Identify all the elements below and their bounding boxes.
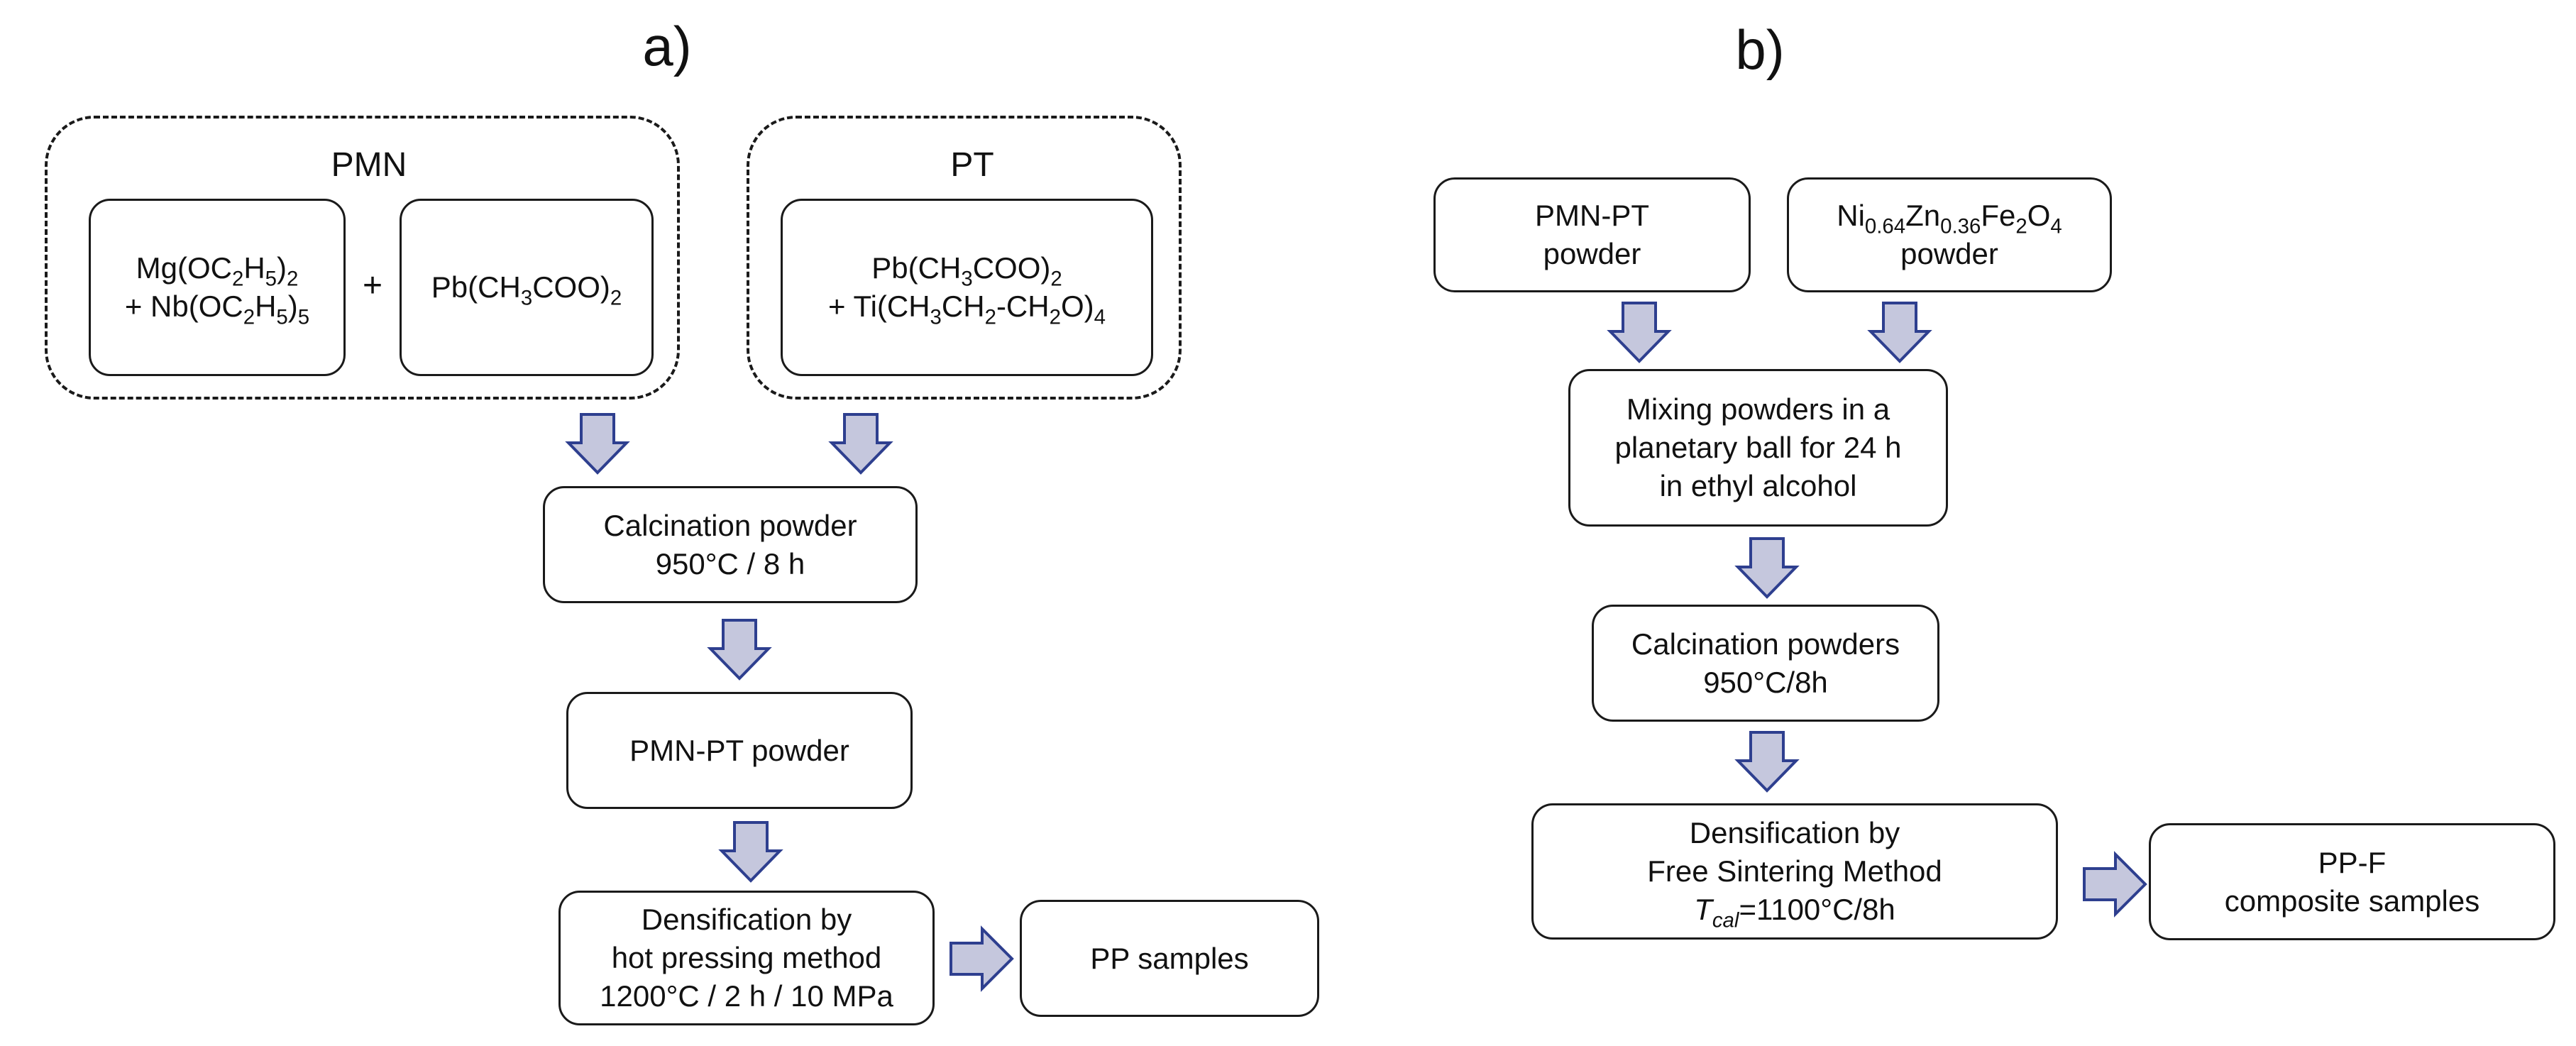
densification-label: Densification by xyxy=(1689,816,1900,849)
mixing-line3: in ethyl alcohol xyxy=(1659,469,1857,502)
panel-a-label: a) xyxy=(642,15,692,77)
pp-f-samples-box: PP-F composite samples xyxy=(2149,823,2555,940)
pt-group xyxy=(747,116,1182,400)
panel-b-label: b) xyxy=(1735,18,1785,81)
densification-method: hot pressing method xyxy=(611,941,882,974)
down-arrow-icon xyxy=(718,821,783,883)
pp-f-label: PP-F xyxy=(2318,845,2387,879)
pmn-group xyxy=(45,116,680,400)
calcination-conditions: 950°C / 8 h xyxy=(655,546,805,580)
pmn-pt-powder-box: PMN-PT powder xyxy=(566,692,913,809)
densification-label: Densification by xyxy=(641,903,852,936)
down-arrow-icon xyxy=(1607,302,1672,363)
powder-label: powder xyxy=(1543,237,1641,270)
pb-acetate-box-pmn: Pb(CH3COO)2 xyxy=(400,199,654,376)
pmn-group-title: PMN xyxy=(331,146,407,184)
pmn-pt-label: PMN-PT xyxy=(1535,199,1649,232)
calcination-powder-box: Calcination powder 950°C / 8 h xyxy=(543,486,918,603)
ferrite-powder-box: Ni0.64Zn0.36Fe2O4 powder xyxy=(1787,177,2112,292)
nb-precursor-formula: + Nb(OC2H5)5 xyxy=(124,290,310,329)
pp-samples-box: PP samples xyxy=(1020,900,1319,1017)
free-sintering-densification-box: Densification by Free Sintering Method T… xyxy=(1531,803,2058,940)
pmn-pt-powder-label: PMN-PT powder xyxy=(629,733,849,767)
pb-acetate-formula: Pb(CH3COO)2 xyxy=(431,270,622,310)
down-arrow-icon xyxy=(707,619,772,681)
hot-pressing-densification-box: Densification by hot pressing method 120… xyxy=(558,891,935,1025)
composite-samples-label: composite samples xyxy=(2224,883,2480,918)
pt-precursor-box: Pb(CH3COO)2 + Ti(CH3CH2-CH2O)4 xyxy=(781,199,1153,376)
plus-sign: + xyxy=(362,267,383,304)
calcination-label: Calcination powder xyxy=(603,508,857,542)
densification-conditions: Tcal=1100°C/8h xyxy=(1694,893,1895,932)
pt-group-title: PT xyxy=(950,146,994,184)
mg-precursor-formula: Mg(OC2H5)2 xyxy=(136,251,299,291)
ti-precursor-formula: + Ti(CH3CH2-CH2O)4 xyxy=(828,290,1106,329)
ferrite-formula: Ni0.64Zn0.36Fe2O4 xyxy=(1837,199,2062,238)
down-arrow-icon xyxy=(1734,537,1800,599)
down-arrow-icon xyxy=(828,413,893,475)
pb-acetate-formula-pt: Pb(CH3COO)2 xyxy=(871,251,1062,291)
mg-nb-precursor-box: Mg(OC2H5)2 + Nb(OC2H5)5 xyxy=(89,199,346,376)
down-arrow-icon xyxy=(1734,731,1800,793)
calcination-conditions: 950°C/8h xyxy=(1703,665,1828,699)
down-arrow-icon xyxy=(565,413,630,475)
down-arrow-icon xyxy=(1867,302,1932,363)
densification-conditions: 1200°C / 2 h / 10 MPa xyxy=(600,979,893,1013)
mixing-line2: planetary ball for 24 h xyxy=(1614,431,1902,464)
pmn-pt-powder-input-box: PMN-PT powder xyxy=(1433,177,1751,292)
right-arrow-icon xyxy=(2083,851,2147,918)
mixing-line1: Mixing powders in a xyxy=(1626,392,1890,426)
pp-samples-label: PP samples xyxy=(1090,941,1249,975)
mixing-powders-box: Mixing powders in a planetary ball for 2… xyxy=(1568,369,1948,527)
powder-label: powder xyxy=(1900,237,1998,270)
right-arrow-icon xyxy=(950,925,1014,992)
calcination-label: Calcination powders xyxy=(1631,627,1900,661)
densification-method: Free Sintering Method xyxy=(1647,854,1942,888)
calcination-powders-box: Calcination powders 950°C/8h xyxy=(1592,605,1939,722)
